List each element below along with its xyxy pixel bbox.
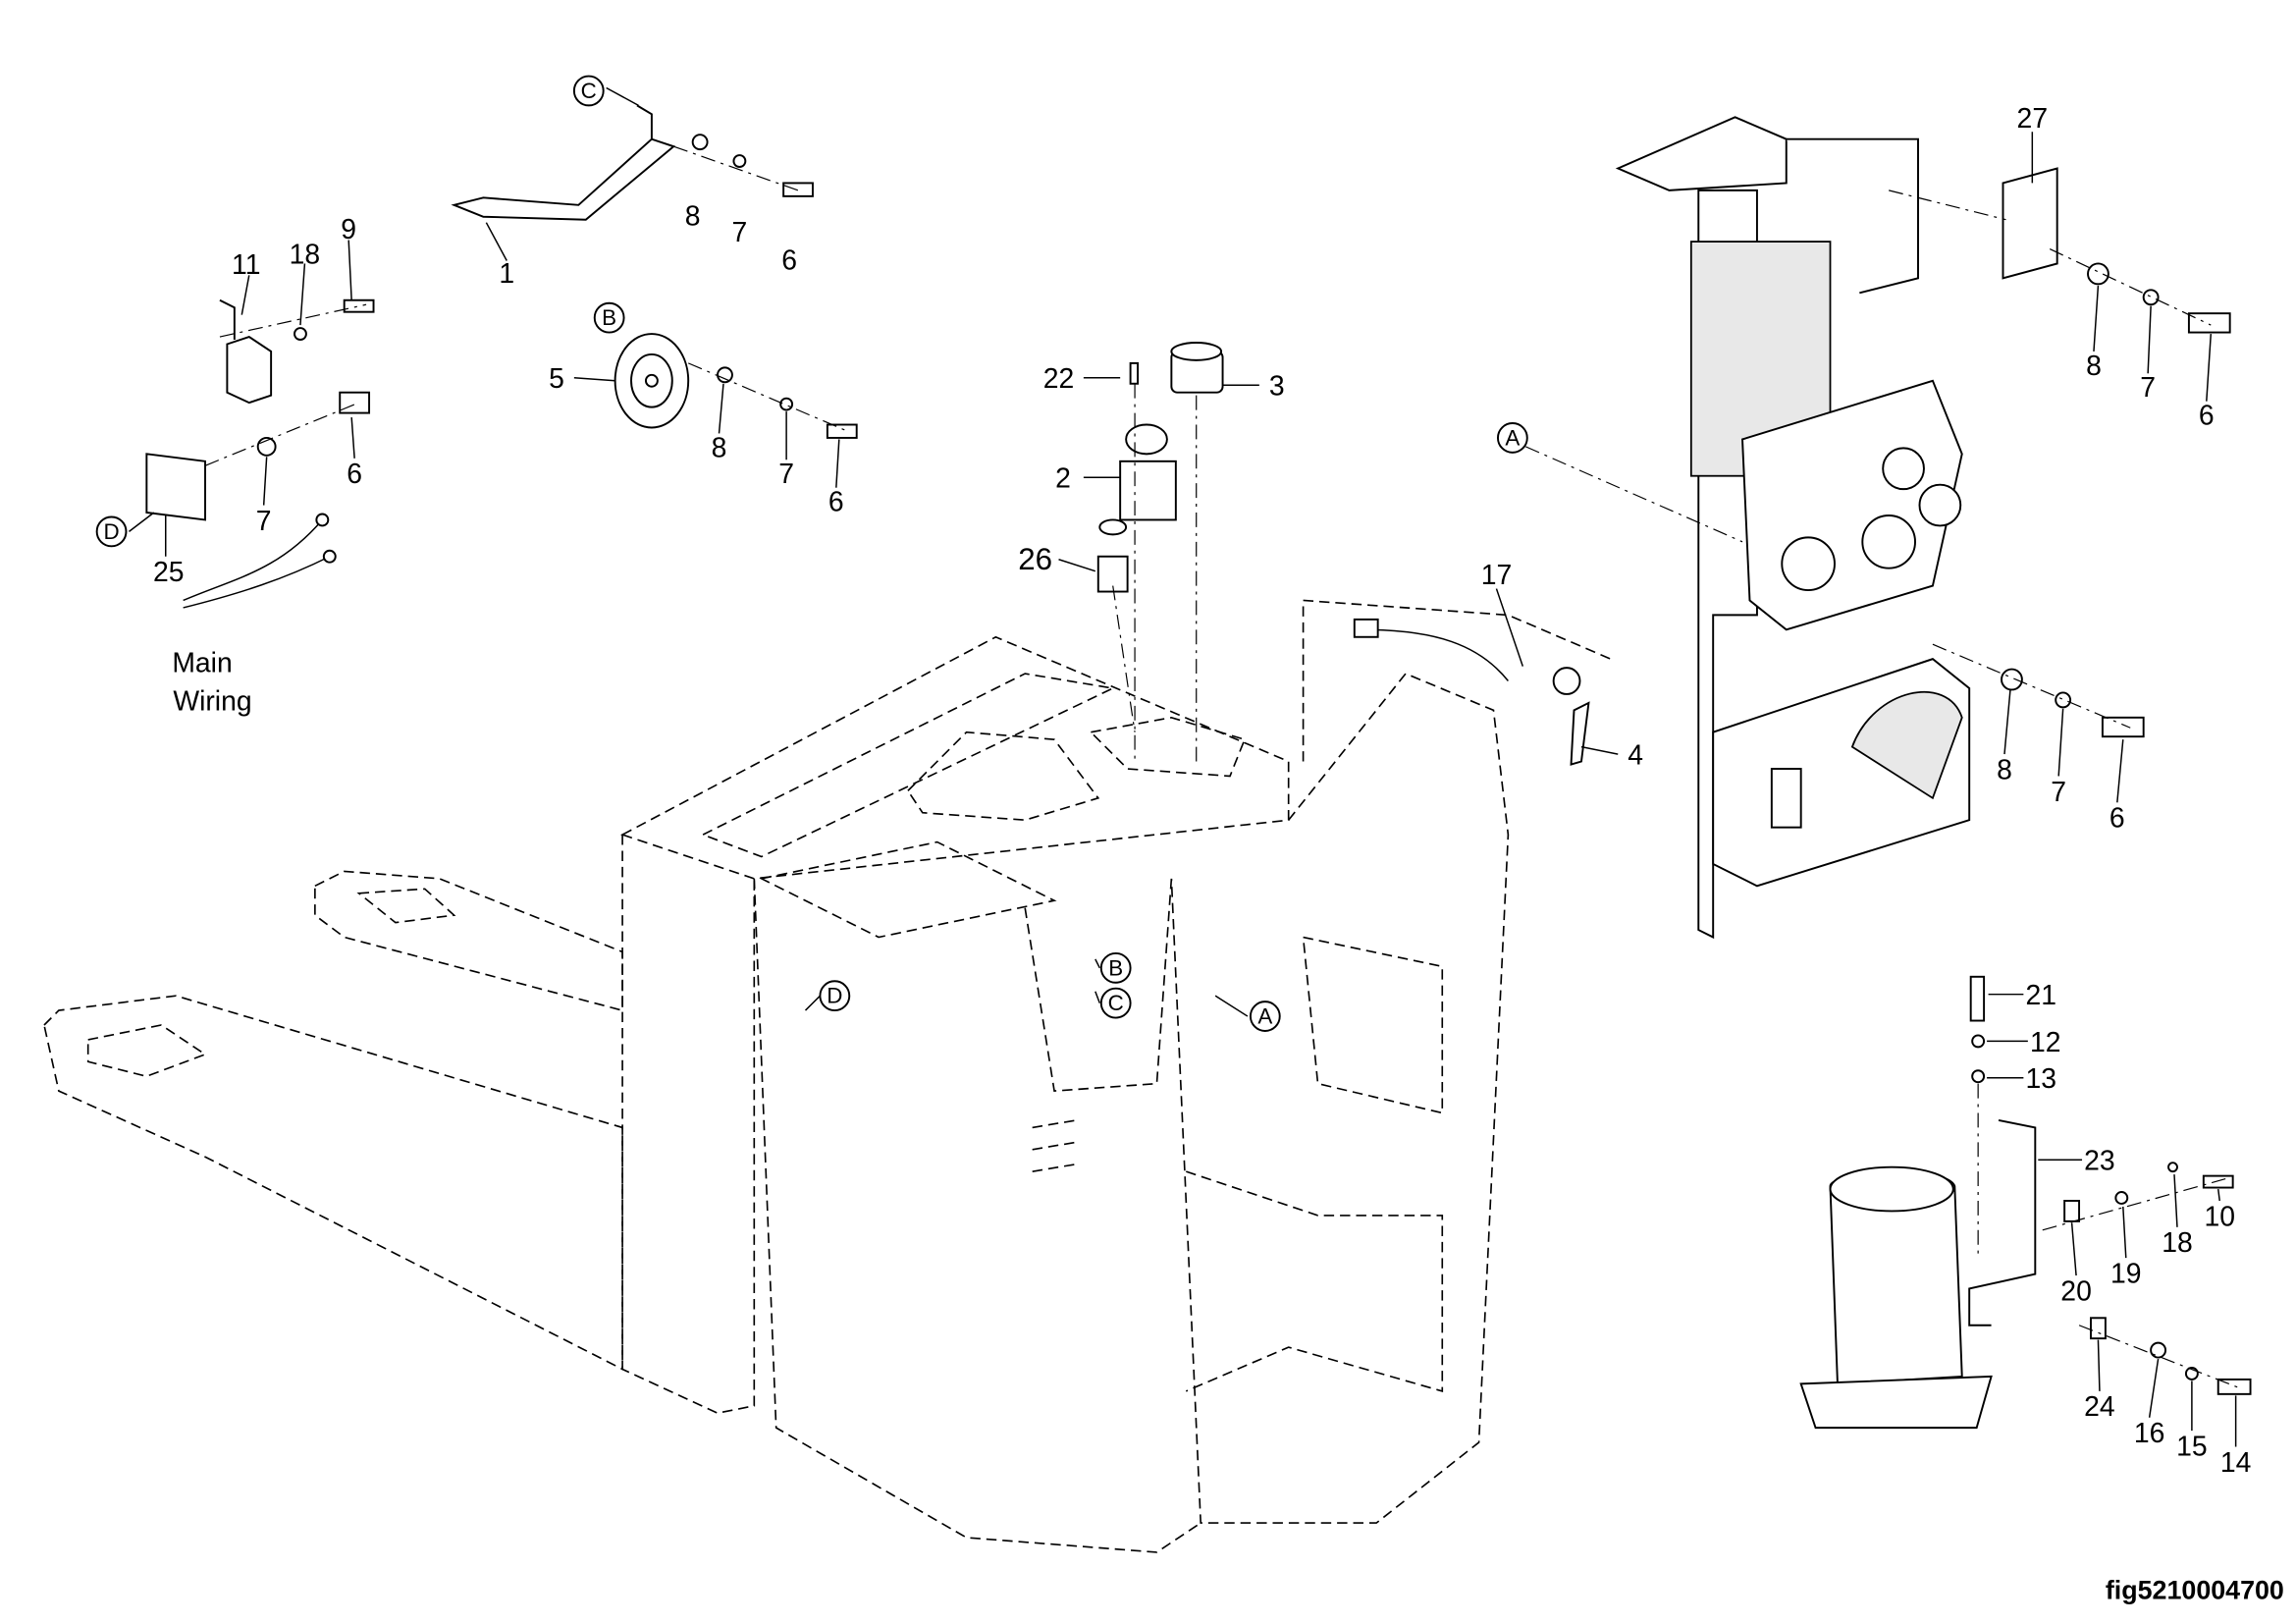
fasteners bbox=[256, 134, 2252, 1395]
callout-7: 7 bbox=[2140, 372, 2156, 404]
callout-25: 25 bbox=[153, 557, 185, 588]
ref-a-top: A bbox=[1505, 425, 1520, 450]
callout-24: 24 bbox=[2084, 1391, 2115, 1423]
ref-b-frame: B bbox=[1108, 955, 1123, 980]
callout-6: 6 bbox=[347, 459, 362, 490]
callout-1: 1 bbox=[499, 258, 514, 290]
callout-7: 7 bbox=[732, 217, 748, 248]
callout-9: 9 bbox=[341, 214, 356, 245]
callout-19: 19 bbox=[2110, 1258, 2142, 1289]
main-wiring-label: Main bbox=[172, 648, 232, 679]
callout-12: 12 bbox=[2030, 1027, 2061, 1058]
callout-8: 8 bbox=[1997, 754, 2012, 785]
callout-21: 21 bbox=[2026, 980, 2057, 1011]
callout-20: 20 bbox=[2060, 1275, 2092, 1307]
switch-11 bbox=[219, 298, 273, 405]
callout-8: 8 bbox=[712, 432, 727, 463]
controller-assembly bbox=[1615, 116, 1971, 940]
callout-15: 15 bbox=[2176, 1431, 2208, 1462]
pallet-truck-frame bbox=[43, 599, 1612, 1553]
callout-6: 6 bbox=[828, 487, 844, 518]
leader-lines bbox=[129, 86, 2241, 1447]
main-wiring-label: Wiring bbox=[173, 685, 251, 717]
callout-8: 8 bbox=[2086, 351, 2102, 382]
ref-d-left: D bbox=[103, 519, 119, 544]
callout-7: 7 bbox=[778, 459, 794, 490]
ref-c-frame: C bbox=[1108, 991, 1124, 1015]
callout-18: 18 bbox=[290, 239, 321, 270]
callout-17: 17 bbox=[1481, 560, 1513, 591]
callout-2: 2 bbox=[1055, 463, 1071, 495]
callout-8: 8 bbox=[685, 201, 701, 233]
callout-6: 6 bbox=[781, 244, 797, 276]
callout-23: 23 bbox=[2084, 1146, 2115, 1177]
ref-d-frame: D bbox=[827, 984, 842, 1008]
callout-labels: C 8 7 6 1 11 18 9 6 7 D 25 Main Wiring B… bbox=[103, 79, 2251, 1479]
ref-b-top: B bbox=[602, 305, 616, 330]
horn-5 bbox=[614, 333, 690, 429]
callout-7: 7 bbox=[2051, 777, 2066, 808]
callout-22: 22 bbox=[1043, 363, 1075, 395]
callout-6: 6 bbox=[2199, 401, 2215, 432]
callout-13: 13 bbox=[2026, 1063, 2057, 1095]
key-switch-17 bbox=[1353, 618, 1590, 766]
bracket-1 bbox=[451, 104, 676, 221]
button-3 bbox=[1170, 342, 1224, 394]
main-wiring-cable bbox=[183, 513, 337, 609]
switch-2 bbox=[1119, 423, 1177, 521]
callout-3: 3 bbox=[1269, 371, 1285, 403]
callout-10: 10 bbox=[2204, 1201, 2235, 1232]
motor-assembly bbox=[1799, 1118, 2107, 1430]
callout-16: 16 bbox=[2134, 1418, 2165, 1449]
ref-a-frame: A bbox=[1257, 1004, 1272, 1029]
reference-circles bbox=[95, 75, 1528, 1032]
callout-18: 18 bbox=[2162, 1227, 2193, 1259]
callout-7: 7 bbox=[256, 506, 272, 537]
figure-id: fig5210004700 bbox=[2106, 1576, 2284, 1605]
callout-14: 14 bbox=[2220, 1447, 2252, 1479]
callout-4: 4 bbox=[1628, 740, 1643, 772]
callout-11: 11 bbox=[232, 249, 260, 281]
callout-5: 5 bbox=[549, 363, 564, 395]
callout-6: 6 bbox=[2109, 803, 2125, 835]
callout-27: 27 bbox=[2017, 103, 2049, 135]
plate-27 bbox=[2002, 167, 2058, 280]
callout-26: 26 bbox=[1018, 542, 1052, 576]
plate-25 bbox=[145, 453, 206, 521]
socket-26 bbox=[1096, 518, 1129, 593]
ref-c-top: C bbox=[581, 79, 597, 103]
